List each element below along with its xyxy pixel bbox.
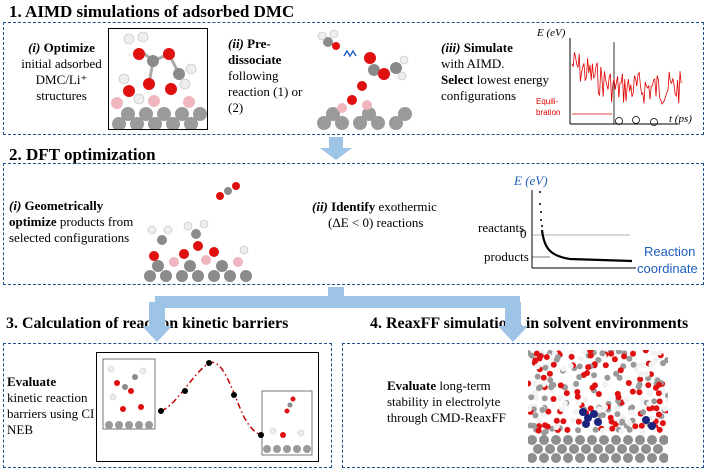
neb-barrier-figure bbox=[96, 352, 319, 462]
aimd-energy-plot: E (eV) Equili- bration t (ps) bbox=[536, 27, 692, 126]
step3-evaluate-text: Evaluate kinetic reaction barriers using… bbox=[7, 374, 102, 437]
energy-trace bbox=[571, 52, 682, 105]
step1-predissociate-text: (ii) Pre-dissociate following reaction (… bbox=[228, 36, 303, 115]
optimized-products-image bbox=[140, 172, 270, 282]
equilibration-label: Equili- bbox=[536, 97, 559, 106]
dft-energy-plot: E (eV) reactants 0 products Reaction coo… bbox=[478, 173, 698, 276]
equilibration-label-2: bration bbox=[536, 108, 560, 117]
dft-plot-ylabel: E (eV) bbox=[513, 173, 548, 188]
section-title-aimd: 1. AIMD simulations of adsorbed DMC bbox=[9, 2, 295, 21]
dft-panel bbox=[3, 163, 704, 285]
xlabel-line1: Reaction bbox=[644, 244, 695, 259]
energy-decay-curve bbox=[540, 229, 633, 263]
step2-identify-text: (ii) Identify exothermic (ΔE < 0) reacti… bbox=[312, 199, 437, 230]
reactants-label: reactants bbox=[478, 220, 524, 235]
section-title-reaxff: 4. ReaxFF simulations in solvent environ… bbox=[370, 315, 689, 332]
barriers-panel bbox=[3, 343, 332, 468]
reaxff-panel bbox=[342, 343, 704, 468]
aimd-plot-ylabel: E (eV) bbox=[536, 27, 566, 39]
aimd-plot-xlabel: t (ps) bbox=[669, 113, 692, 125]
selected-config-marker bbox=[632, 116, 640, 124]
dmc-structure-image bbox=[108, 28, 208, 130]
step1-optimize-text: (i) Optimize initial adsorbed DMC/Li⁺ st… bbox=[21, 40, 102, 103]
predissociated-structure-image bbox=[312, 28, 418, 130]
aimd-panel bbox=[3, 22, 704, 135]
zero-label: 0 bbox=[520, 226, 527, 241]
reaxff-simulation-image bbox=[528, 350, 668, 465]
xlabel-line2: coordinate bbox=[637, 261, 698, 276]
step4-evaluate-text: Evaluate long-term stability in electrol… bbox=[387, 378, 506, 425]
step1-simulate-text: (iii) Simulate with AIMD. Select lowest … bbox=[441, 40, 550, 103]
step2-optimize-text: (i) Geometrically optimize products from… bbox=[9, 198, 134, 245]
selected-config-marker bbox=[615, 117, 623, 125]
section-title-barriers: 3. Calculation of reaction kinetic barri… bbox=[6, 315, 289, 332]
section-title-dft: 2. DFT optimization bbox=[9, 145, 156, 164]
products-label: products bbox=[484, 249, 529, 264]
selected-config-marker bbox=[650, 118, 658, 126]
neb-path bbox=[160, 361, 262, 436]
